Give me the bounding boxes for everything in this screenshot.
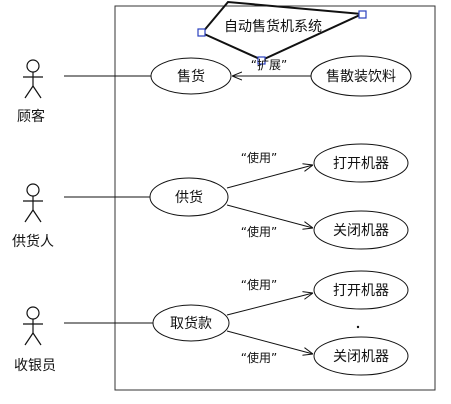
uses-arrow-collect-close <box>226 330 313 354</box>
use-case-label-sell-bulk: 售散装饮料 <box>326 69 396 85</box>
use-case-sell[interactable] <box>150 57 232 95</box>
uses-label-collect-close: “使用” <box>241 350 277 365</box>
use-case-label-supply: 供货 <box>175 189 203 206</box>
use-case-label-supply-open: 打开机器 <box>333 155 389 172</box>
use-case-supply-open[interactable] <box>313 143 409 183</box>
use-case-label-collect-close: 关闭机器 <box>333 349 389 365</box>
use-case-collect[interactable] <box>152 304 230 342</box>
use-case-label-collect-open: 打开机器 <box>333 282 389 299</box>
stray-dot <box>356 325 360 329</box>
actor-supplier[interactable] <box>23 183 43 223</box>
uses-label-supply-close: “使用” <box>241 224 277 239</box>
use-case-label-collect: 取货款 <box>170 315 212 332</box>
uses-arrow-supply-close <box>226 204 313 228</box>
actor-label-customer: 顾客 <box>17 108 45 125</box>
selection-shape[interactable] <box>197 0 367 65</box>
uses-label-supply-open: “使用” <box>241 150 277 165</box>
selection-handle[interactable] <box>197 28 206 37</box>
selection-handle[interactable] <box>358 10 367 19</box>
use-case-collect-open[interactable] <box>313 270 409 310</box>
use-case-label-supply-close: 关闭机器 <box>333 223 389 239</box>
actor-label-cashier: 收银员 <box>14 358 56 374</box>
uses-arrow-supply-open <box>226 165 313 189</box>
use-case-supply[interactable] <box>149 177 229 217</box>
uses-arrow-collect-open <box>226 293 313 316</box>
use-case-label-sell: 售货 <box>177 68 205 85</box>
use-case-supply-close[interactable] <box>313 210 409 250</box>
system-title: 自动售货机系统 <box>224 18 322 35</box>
actor-customer[interactable] <box>23 59 43 99</box>
actor-cashier[interactable] <box>23 306 43 346</box>
extend-label: “扩展” <box>251 58 287 72</box>
actor-label-supplier: 供货人 <box>12 233 54 250</box>
uses-label-collect-open: “使用” <box>241 277 277 292</box>
selection-handle[interactable] <box>257 56 266 65</box>
use-case-collect-close[interactable] <box>313 336 409 376</box>
